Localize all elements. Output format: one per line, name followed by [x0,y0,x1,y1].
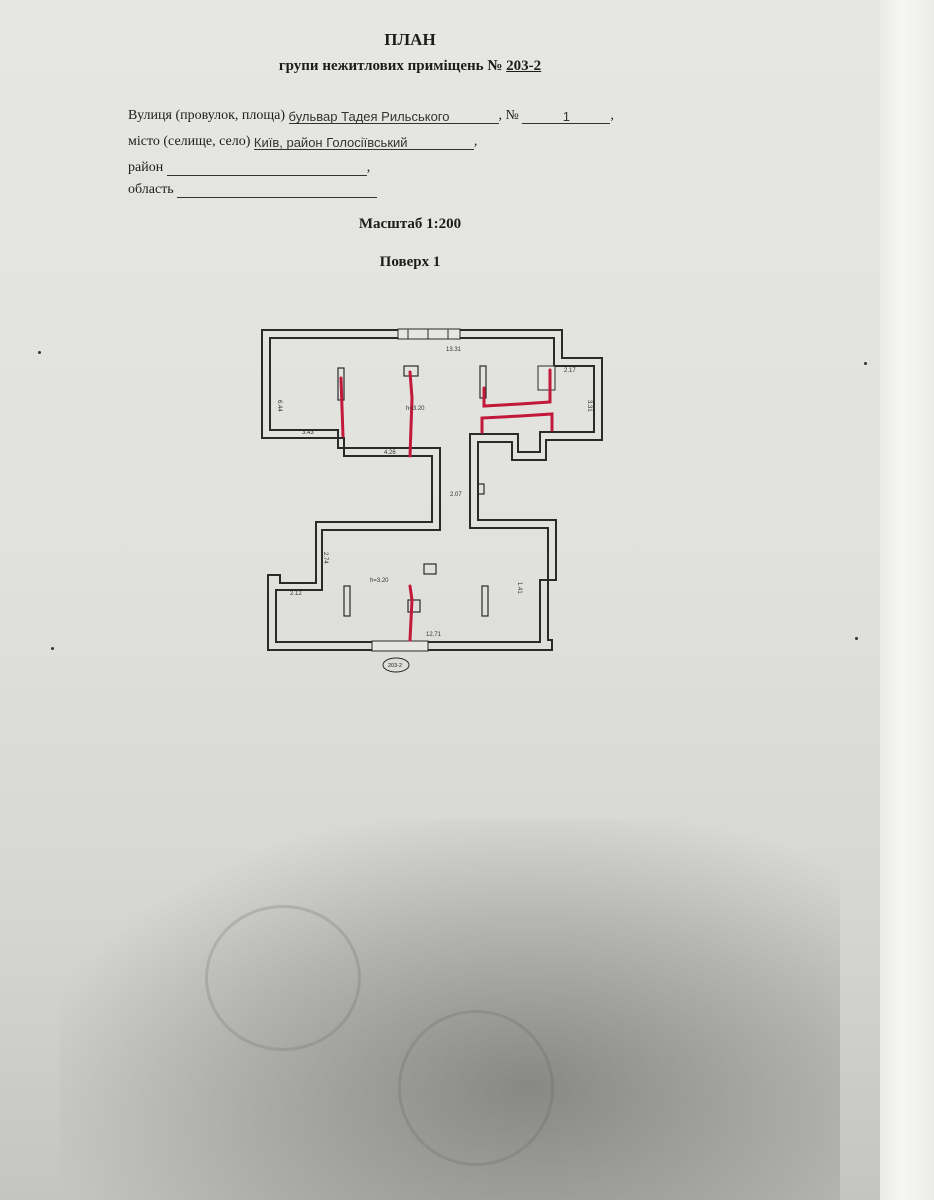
document-title: ПЛАН [384,30,436,49]
faded-stamp-2 [398,1010,554,1166]
outer-wall [261,329,603,651]
number-label: , № [498,108,519,123]
region-line [177,183,378,198]
city-label: місто (селище, село) [128,134,251,149]
plan-tag-text: 203-2 [388,663,402,669]
dim-7: 2.07 [450,492,462,498]
number-value: 1 [562,109,571,124]
room-height-1: h=3.20 [406,406,425,412]
dim-9: 2.12 [290,591,302,597]
district-label: район [128,160,164,175]
region-label: область [128,182,174,197]
column-5 [343,585,351,617]
page-edge [880,0,934,1200]
speck [855,637,858,640]
dim-10: 1.41 [516,582,522,594]
dim-1: 13.31 [446,347,462,353]
number-line: 1 [522,109,611,124]
markup-right-b [480,412,554,434]
speck [864,362,867,365]
scale-label: Масштаб 1:200 [358,216,462,232]
subtitle-prefix: групи нежитлових приміщень № [278,58,503,74]
dim-11: 12.71 [426,632,442,638]
region-row: область [128,182,378,198]
column-7 [407,599,421,613]
street-label: Вулиця (провулок, площа) [128,108,286,123]
markup-center [408,370,414,458]
inner-wall [269,337,595,643]
dim-8: 2.74 [322,552,328,564]
plan-walls [261,329,603,651]
plan-tag-oval [382,657,410,673]
dim-6: 3.31 [586,400,592,412]
markup-left [339,376,345,438]
window-top [397,328,461,340]
speck [51,647,54,650]
city-line: Київ, район Голосіївський [253,135,474,150]
floor-label: Поверх 1 [379,254,441,270]
street-row: Вулиця (провулок, площа) бульвар Тадея Р… [128,108,614,124]
dim-3: 3.43 [302,430,314,436]
speck [38,351,41,354]
dim-4: 4.26 [384,450,396,456]
district-row: район , [128,160,371,176]
markup-right-a [482,368,552,408]
dim-5: 2.17 [564,368,576,374]
group-number: 203-2 [506,58,542,74]
city-value: Київ, район Голосіївський [253,135,408,150]
faded-stamp [205,905,361,1051]
column-4 [477,483,485,495]
windows [371,328,556,652]
district-line [166,161,367,176]
column-6 [481,585,489,617]
column-8 [423,563,437,575]
columns [337,365,489,617]
document-subtitle: групи нежитлових приміщень № 203-2 [0,58,820,75]
city-row: місто (селище, село) Київ, район Голосії… [128,134,478,150]
street-value: бульвар Тадея Рильського [288,109,450,124]
dimension-labels: 13.31 6.44 3.43 4.26 2.17 3.31 2.07 2.74… [276,347,592,638]
room-height-2: h=3.20 [370,578,389,584]
window-right [537,365,556,391]
markup-bottom [408,584,414,642]
street-line: бульвар Тадея Рильського [288,109,499,124]
window-bottom [371,640,429,652]
red-markup [339,368,554,642]
dim-2: 6.44 [276,400,282,412]
